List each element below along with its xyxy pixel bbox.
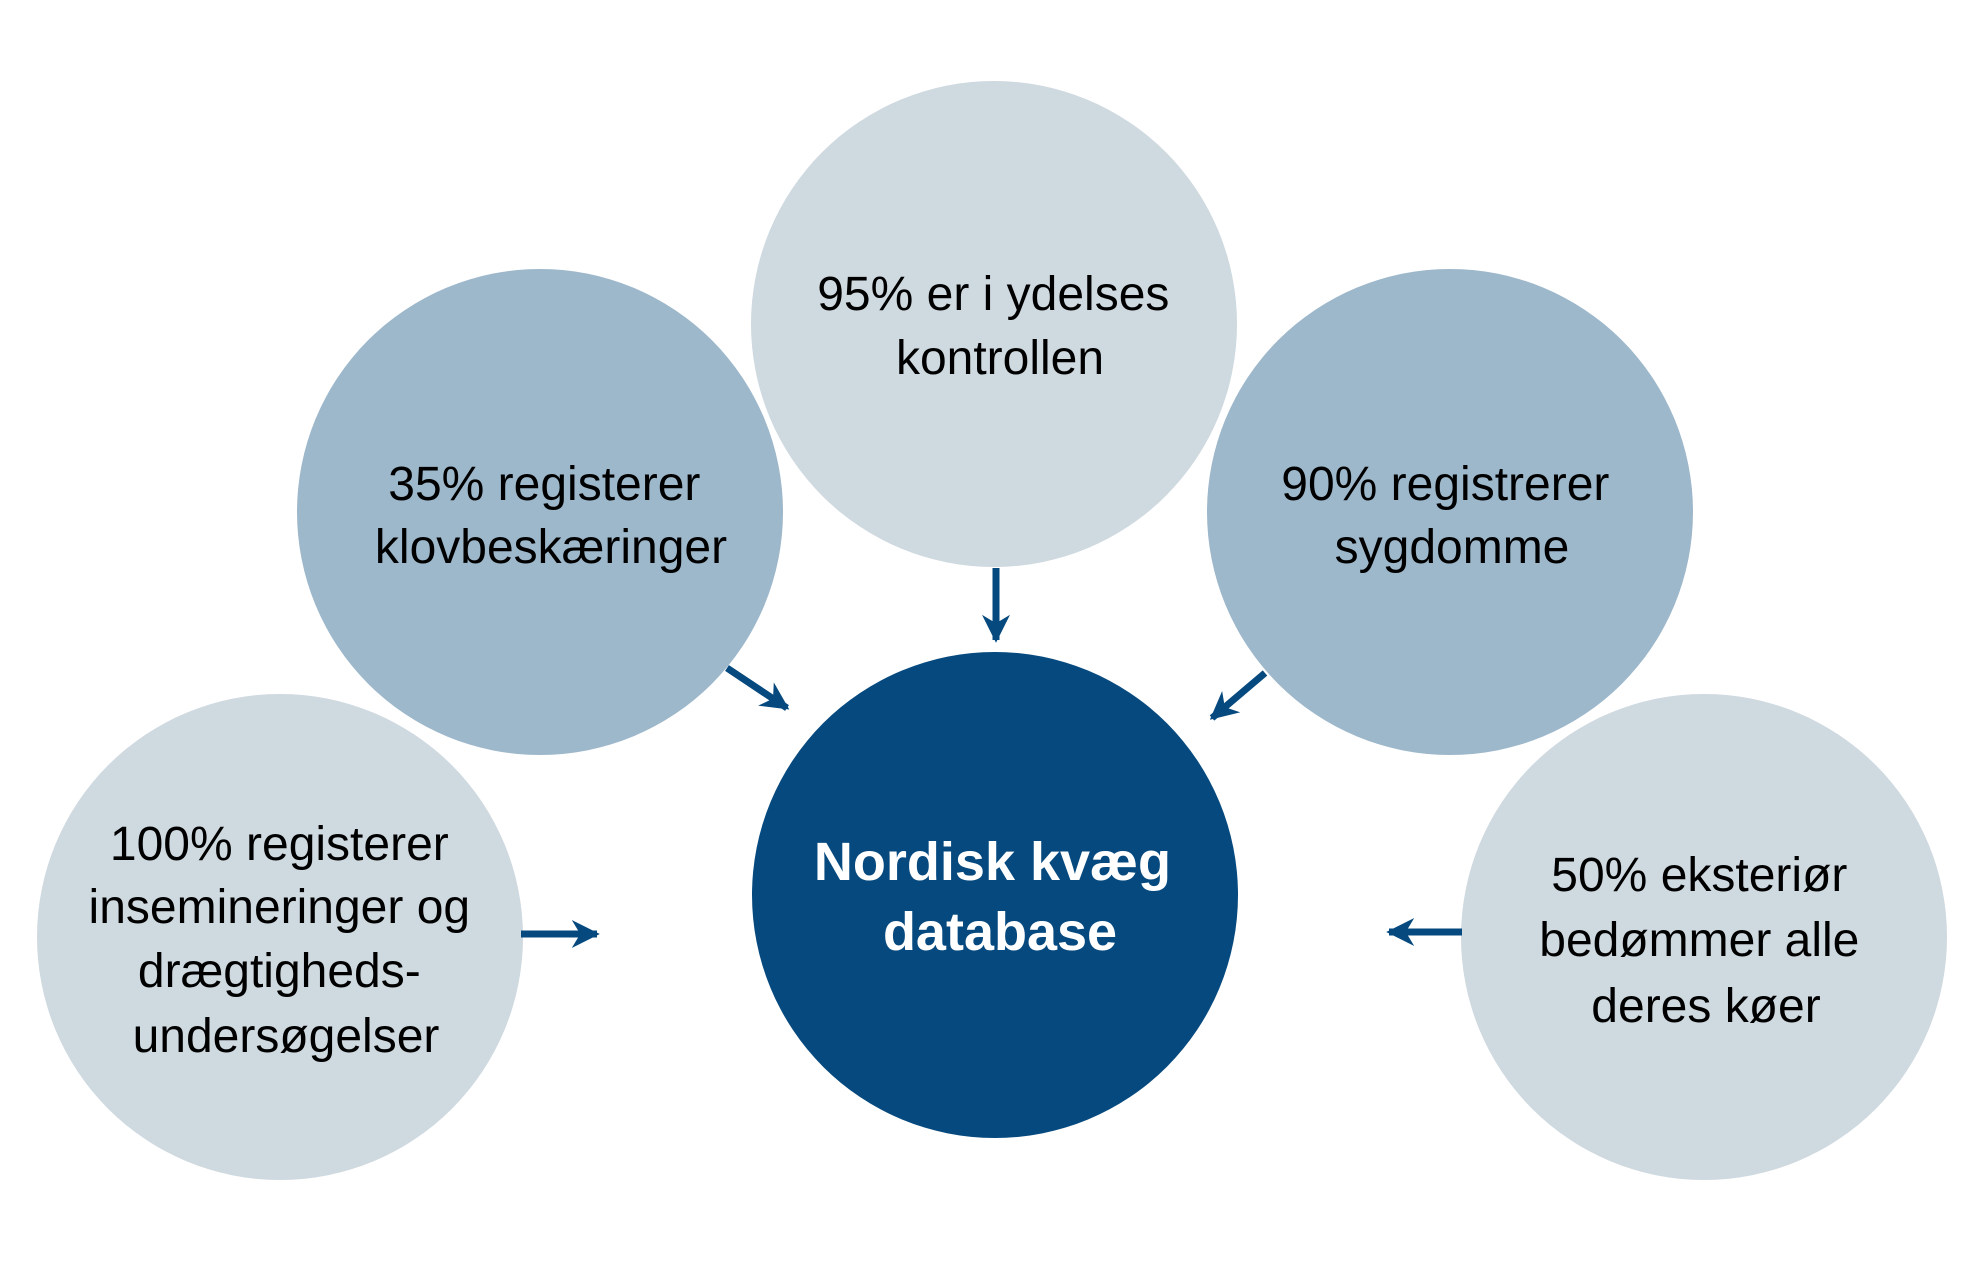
node-bottom-left-label: 100% registerer insemineringer og drægti… xyxy=(89,818,484,1063)
label-line: drægtigheds- xyxy=(138,945,421,998)
label-line: database xyxy=(883,902,1117,962)
node-bottom-right-circle xyxy=(1461,694,1947,1180)
label-line: kontrollen xyxy=(896,332,1104,385)
node-left-circle xyxy=(297,269,783,755)
label-line: Nordisk kvæg xyxy=(814,832,1171,892)
label-line: undersøgelser xyxy=(133,1010,440,1063)
label-line: 95% er i ydelses xyxy=(817,268,1169,321)
label-line: 100% registerer xyxy=(110,818,449,871)
node-left-label: 35% registerer klovbeskæringer xyxy=(375,458,727,574)
label-line: bedømmer alle xyxy=(1539,914,1859,967)
center-circle xyxy=(752,652,1238,1138)
node-top-label: 95% er i ydelses kontrollen xyxy=(817,268,1183,385)
node-bottom-right-label: 50% eksteriør bedømmer alle deres køer xyxy=(1539,849,1872,1033)
arrow-right xyxy=(1209,670,1268,721)
node-bottom-left-circle xyxy=(37,694,523,1180)
label-line: sygdomme xyxy=(1335,521,1570,574)
label-line: 35% registerer xyxy=(388,458,700,511)
label-line: 90% registrerer xyxy=(1281,458,1609,511)
center-label: Nordisk kvæg database xyxy=(814,832,1186,962)
label-line: klovbeskæringer xyxy=(375,521,727,574)
arrow-left xyxy=(725,665,790,711)
node-right-label: 90% registrerer sygdomme xyxy=(1281,458,1622,574)
label-line: 50% eksteriør xyxy=(1551,849,1847,902)
node-right-circle xyxy=(1207,269,1693,755)
node-top-circle xyxy=(751,81,1237,567)
label-line: deres køer xyxy=(1591,980,1820,1033)
label-line: insemineringer og xyxy=(89,881,471,934)
